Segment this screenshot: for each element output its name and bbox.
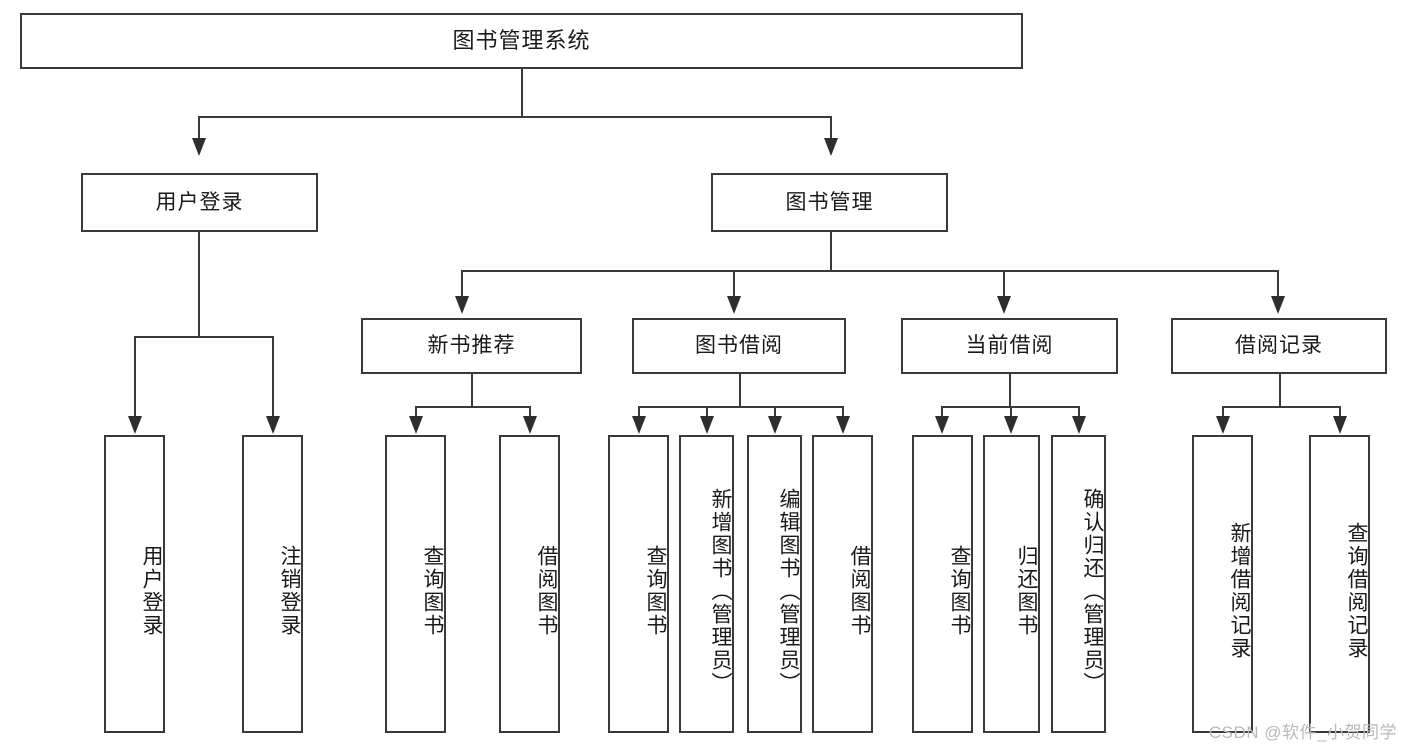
- arrowhead-query-book-2: [632, 416, 646, 434]
- node-leaf-query-book-2[interactable]: 查询图书: [608, 435, 669, 733]
- connector-drop-query-book-3: [941, 406, 943, 418]
- node-label: 新书推荐: [427, 334, 516, 358]
- node-label: 查询借阅记录: [1345, 522, 1368, 660]
- node-leaf-borrow-book-2[interactable]: 借阅图书: [812, 435, 873, 733]
- node-leaf-query-book-3[interactable]: 查询图书: [912, 435, 973, 733]
- connector-borrow-record-bus: [1222, 406, 1339, 408]
- arrowhead-leaf-user-login: [128, 416, 142, 434]
- connector-level2-bus: [198, 116, 832, 118]
- connector-drop-book-management: [830, 116, 832, 140]
- arrowhead-new-book-recommend: [455, 296, 469, 314]
- connector-drop-current-borrow: [1003, 270, 1005, 298]
- node-label: 用户登录: [140, 545, 163, 637]
- arrowhead-borrow-book-1: [523, 416, 537, 434]
- arrowhead-current-borrow: [997, 296, 1011, 314]
- connector-drop-return-book: [1010, 406, 1012, 418]
- arrowhead-add-borrow-record: [1216, 416, 1230, 434]
- connector-new-book-recommend-stem: [471, 374, 473, 408]
- arrowhead-return-book: [1004, 416, 1018, 434]
- arrowhead-borrow-book-2: [836, 416, 850, 434]
- node-leaf-borrow-book-1[interactable]: 借阅图书: [499, 435, 560, 733]
- node-label: 查询图书: [948, 545, 971, 637]
- node-leaf-edit-book-admin[interactable]: 编辑图书（管理员）: [747, 435, 802, 733]
- connector-drop-user-login: [198, 116, 200, 140]
- connector-book-borrow-bus: [638, 406, 844, 408]
- node-label: 查询图书: [421, 545, 444, 637]
- node-label: 借阅图书: [535, 545, 558, 637]
- connector-borrow-record-stem: [1279, 374, 1281, 408]
- connector-drop-add-borrow-record: [1222, 406, 1224, 418]
- node-label: 借阅图书: [848, 545, 871, 637]
- connector-drop-borrow-record: [1277, 270, 1279, 298]
- arrowhead-add-book-admin: [700, 416, 714, 434]
- connector-current-borrow-stem: [1009, 374, 1011, 408]
- connector-new-book-recommend-bus: [415, 406, 529, 408]
- connector-drop-query-book-2: [638, 406, 640, 418]
- connector-drop-edit-book-admin: [774, 406, 776, 418]
- node-label: 图书管理: [785, 190, 874, 214]
- connector-drop-query-book-1: [415, 406, 417, 418]
- node-leaf-add-book-admin[interactable]: 新增图书（管理员）: [679, 435, 734, 733]
- node-leaf-user-login[interactable]: 用户登录: [104, 435, 165, 733]
- node-label: 编辑图书（管理员）: [777, 487, 800, 695]
- connector-level3-bus: [461, 270, 1279, 272]
- node-leaf-return-book[interactable]: 归还图书: [983, 435, 1040, 733]
- node-label: 图书管理系统: [452, 27, 591, 53]
- node-borrow-record[interactable]: 借阅记录: [1171, 318, 1387, 374]
- arrowhead-query-book-3: [935, 416, 949, 434]
- node-label: 当前借阅: [965, 334, 1054, 358]
- node-user-login[interactable]: 用户登录: [81, 173, 318, 232]
- node-leaf-logout-login[interactable]: 注销登录: [242, 435, 303, 733]
- connector-user-login-bus: [134, 336, 272, 338]
- csdn-watermark: CSDN @软件_小贺同学: [1208, 723, 1397, 742]
- connector-drop-query-borrow-record: [1339, 406, 1341, 418]
- node-current-borrow[interactable]: 当前借阅: [901, 318, 1118, 374]
- node-label: 注销登录: [278, 545, 301, 637]
- connector-book-borrow-stem: [739, 374, 741, 408]
- connector-user-login-stem: [198, 232, 200, 337]
- node-leaf-query-borrow-record[interactable]: 查询借阅记录: [1309, 435, 1370, 733]
- node-label: 图书借阅: [695, 334, 783, 358]
- connector-drop-add-book-admin: [706, 406, 708, 418]
- connector-root-stem: [521, 69, 523, 117]
- connector-drop-book-borrow: [733, 270, 735, 298]
- node-new-book-recommend[interactable]: 新书推荐: [361, 318, 582, 374]
- node-label: 借阅记录: [1235, 334, 1323, 358]
- connector-drop-leaf-user-login: [134, 336, 136, 418]
- node-book-management[interactable]: 图书管理: [711, 173, 948, 232]
- arrowhead-user-login: [192, 138, 206, 156]
- connector-drop-borrow-book-1: [529, 406, 531, 418]
- node-book-borrow[interactable]: 图书借阅: [632, 318, 846, 374]
- arrowhead-borrow-record: [1271, 296, 1285, 314]
- arrowhead-confirm-return-admin: [1072, 416, 1086, 434]
- arrowhead-book-management: [824, 138, 838, 156]
- node-label: 新增图书（管理员）: [709, 487, 732, 695]
- node-label: 归还图书: [1015, 545, 1038, 637]
- node-label: 查询图书: [644, 545, 667, 637]
- connector-book-management-stem: [830, 232, 832, 272]
- arrowhead-book-borrow: [727, 296, 741, 314]
- node-label: 新增借阅记录: [1228, 522, 1251, 660]
- node-label: 确认归还（管理员）: [1081, 487, 1104, 695]
- arrowhead-query-borrow-record: [1333, 416, 1347, 434]
- connector-drop-new-book-recommend: [461, 270, 463, 298]
- connector-drop-borrow-book-2: [842, 406, 844, 418]
- arrowhead-leaf-logout-login: [266, 416, 280, 434]
- node-leaf-confirm-return-admin[interactable]: 确认归还（管理员）: [1051, 435, 1106, 733]
- node-label: 用户登录: [155, 190, 244, 214]
- connector-drop-leaf-logout-login: [272, 336, 274, 418]
- connector-drop-confirm-return-admin: [1078, 406, 1080, 418]
- node-leaf-add-borrow-record[interactable]: 新增借阅记录: [1192, 435, 1253, 733]
- node-leaf-query-book-1[interactable]: 查询图书: [385, 435, 446, 733]
- arrowhead-query-book-1: [409, 416, 423, 434]
- node-root-book-management-system[interactable]: 图书管理系统: [20, 13, 1023, 69]
- arrowhead-edit-book-admin: [768, 416, 782, 434]
